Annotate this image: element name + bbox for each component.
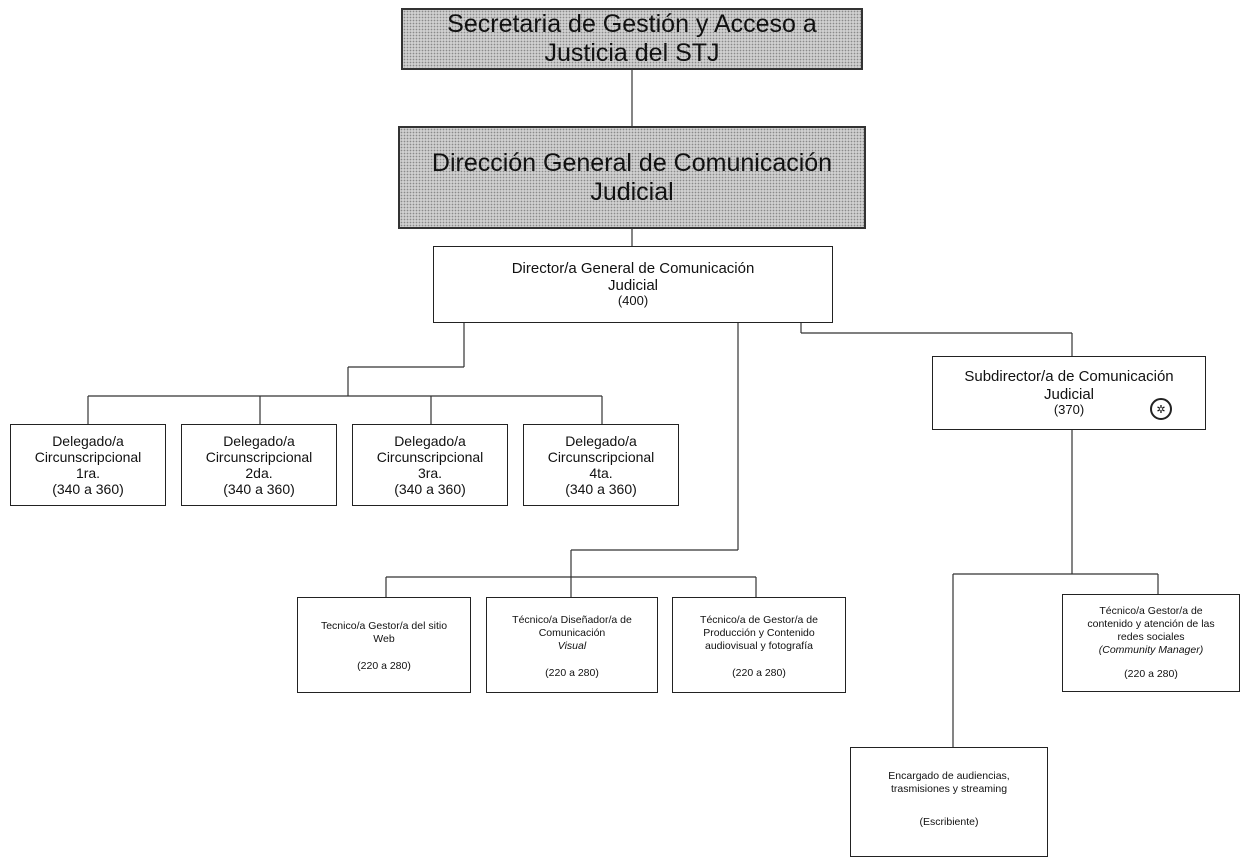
community-range: (220 a 280)	[1124, 667, 1178, 680]
community-manager-box: Técnico/a Gestor/a de contenido y atenci…	[1062, 594, 1240, 692]
tecnico-line: Comunicación	[538, 627, 606, 640]
director-box: Director/a General de Comunicación Judic…	[433, 246, 833, 323]
tecnico-range: (220 a 280)	[732, 667, 786, 680]
tecnico-line: Producción y Contenido	[703, 627, 815, 640]
delegado-range: (340 a 360)	[565, 481, 637, 498]
delegado-sub: Circunscripcional	[34, 448, 142, 465]
tecnico-box-produccion: Técnico/a de Gestor/a de Producción y Co…	[672, 597, 846, 693]
secretaria-title-line-1: Secretaria de Gestión y Acceso a	[447, 10, 817, 39]
tecnico-line: audiovisual y fotografía	[705, 640, 813, 653]
community-italic: (Community Manager)	[1098, 644, 1204, 657]
delegado-box-1: Delegado/a Circunscripcional 1ra. (340 a…	[10, 424, 166, 506]
encargado-line: Encargado de audiencias,	[888, 770, 1010, 782]
tecnico-range: (220 a 280)	[545, 667, 599, 680]
tecnico-line: Técnico/a Diseñador/a de	[512, 614, 632, 626]
community-line: contenido y atención de las	[1087, 618, 1215, 631]
delegado-range: (340 a 360)	[394, 481, 466, 498]
tecnico-line: Web	[373, 633, 395, 646]
direccion-box: Dirección General de Comunicación Judici…	[398, 126, 866, 229]
secretaria-title-line-2: Justicia del STJ	[544, 39, 720, 67]
delegado-title: Delegado/a	[52, 432, 124, 449]
delegado-ordinal: 2da.	[245, 465, 273, 481]
tecnico-line: Técnico/a de Gestor/a de	[700, 614, 818, 626]
subdirector-range: (370)	[1053, 401, 1085, 417]
tecnico-range: (220 a 280)	[357, 660, 411, 673]
delegado-range: (340 a 360)	[223, 481, 295, 498]
community-line: Técnico/a Gestor/a de	[1099, 605, 1203, 617]
director-range: (400)	[617, 293, 649, 309]
delegado-box-4: Delegado/a Circunscripcional 4ta. (340 a…	[523, 424, 679, 506]
tecnico-line: Tecnico/a Gestor/a del sitio	[320, 620, 448, 632]
subdirector-title-line-2: Judicial	[1043, 385, 1095, 403]
delegado-ordinal: 1ra.	[75, 465, 101, 481]
encargado-role: (Escribiente)	[919, 816, 979, 829]
delegado-title: Delegado/a	[394, 432, 466, 449]
delegado-box-2: Delegado/a Circunscripcional 2da. (340 a…	[181, 424, 337, 506]
direccion-title-line-2: Judicial	[590, 177, 674, 206]
community-line: redes sociales	[1117, 631, 1185, 644]
seal-icon: ✲	[1150, 398, 1172, 420]
delegado-range: (340 a 360)	[52, 481, 124, 498]
tecnico-box-disenador: Técnico/a Diseñador/a de Comunicación Vi…	[486, 597, 658, 693]
delegado-ordinal: 3ra.	[417, 465, 443, 481]
delegado-sub: Circunscripcional	[376, 448, 484, 465]
tecnico-italic: Visual	[557, 640, 587, 653]
delegado-sub: Circunscripcional	[205, 448, 313, 465]
subdirector-title-line-1: Subdirector/a de Comunicación	[964, 368, 1174, 386]
secretaria-box: Secretaria de Gestión y Acceso a Justici…	[401, 8, 863, 70]
tecnico-box-web: Tecnico/a Gestor/a del sitio Web (220 a …	[297, 597, 471, 693]
direccion-title-line-1: Dirección General de Comunicación	[431, 148, 833, 177]
director-title-line-2: Judicial	[607, 277, 659, 295]
encargado-line: trasmisiones y streaming	[890, 783, 1008, 796]
delegado-ordinal: 4ta.	[589, 465, 613, 481]
director-title-line-1: Director/a General de Comunicación	[511, 259, 755, 277]
delegado-title: Delegado/a	[223, 432, 295, 449]
delegado-title: Delegado/a	[565, 432, 637, 449]
encargado-box: Encargado de audiencias, trasmisiones y …	[850, 747, 1048, 857]
delegado-box-3: Delegado/a Circunscripcional 3ra. (340 a…	[352, 424, 508, 506]
delegado-sub: Circunscripcional	[547, 448, 655, 465]
